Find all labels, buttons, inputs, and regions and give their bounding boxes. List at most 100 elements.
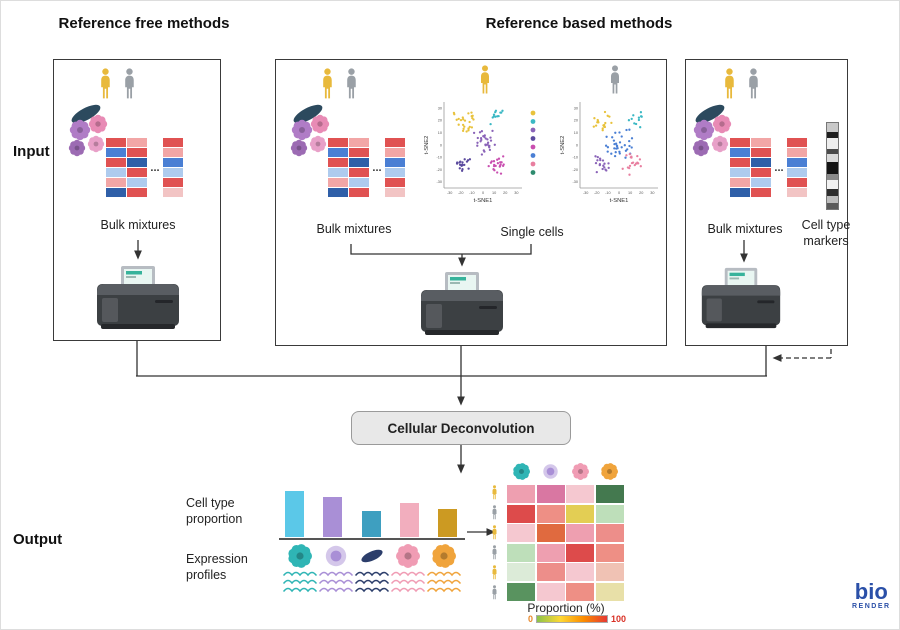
svg-text:10: 10 [628, 191, 632, 195]
marker-band [827, 189, 838, 196]
cellular-deconvolution-label: Cellular Deconvolution [387, 420, 535, 436]
heatmap-row-person-icon [491, 485, 498, 505]
heatmap-cell [536, 563, 565, 581]
sequencer-machine-icon [97, 266, 179, 329]
svg-text:-10: -10 [437, 156, 443, 160]
marker-band [827, 123, 838, 133]
proportion-bar [285, 491, 304, 537]
person-icon [611, 65, 619, 94]
heatmap-row-person-icon [491, 545, 498, 565]
heatmap-grid [507, 485, 624, 601]
marker-band [827, 174, 838, 181]
spiky-cell-icon [601, 463, 618, 480]
heatmap-cell [566, 485, 594, 503]
cell-type-markers-label: Cell type markers [801, 218, 851, 248]
proportion-bar [323, 497, 343, 537]
expression-profile [355, 544, 389, 597]
cluster-legend [528, 108, 538, 183]
heatmap-cell [507, 563, 535, 581]
person-icon [492, 585, 497, 600]
legend-dots [530, 110, 536, 175]
svg-text:...: ... [372, 162, 381, 174]
heatmap-column-icon [542, 463, 559, 485]
heatmap-cell [566, 504, 594, 523]
proportion-bar [438, 509, 457, 537]
flower-cell-icon [396, 544, 420, 568]
svg-text:-20: -20 [573, 168, 579, 172]
svg-text:30: 30 [438, 106, 442, 110]
person-donor1-icon [478, 65, 492, 100]
svg-text:10: 10 [574, 131, 578, 135]
heatmap-cell [566, 524, 594, 542]
marker-band [827, 137, 838, 150]
biorender-logo-sub: RENDER [852, 603, 891, 610]
cellular-deconvolution-box: Cellular Deconvolution [351, 411, 571, 445]
output-label: Output [13, 531, 63, 548]
cell-type-proportion-label: Cell type proportion [186, 496, 243, 527]
heatmap-cell [595, 524, 624, 542]
sequencer-machine-icon [421, 272, 503, 335]
svg-text:30: 30 [574, 106, 578, 110]
biorender-logo-word: bio [854, 579, 888, 604]
heatmap-column-icon [601, 463, 618, 485]
panel-reference-free: ... Bulk mixtures [53, 59, 221, 341]
bulk-mixtures-graphic: ... [286, 68, 420, 219]
heatmap-column-icon [571, 463, 589, 485]
sequencer-icon [93, 262, 183, 339]
bulk-mixtures-label: Bulk mixtures [100, 218, 176, 232]
svg-text:-30: -30 [447, 191, 453, 195]
svg-text:-10: -10 [605, 191, 611, 195]
marker-band [827, 162, 838, 175]
bulk-mixtures-icon-group: ... [290, 68, 405, 197]
round-cell-icon [543, 464, 559, 479]
person-icon [492, 485, 497, 500]
heatmap-cell [507, 543, 535, 562]
heatmap-cell [507, 582, 535, 601]
heatmap-row-person-icon [491, 525, 498, 545]
heatmap-column-cell-icons [507, 463, 624, 485]
proportion-colorbar: 0 100 [528, 614, 626, 624]
bulk-mixtures-icon-group: ... [68, 68, 183, 197]
svg-text:0: 0 [576, 143, 578, 147]
output-divider-line [279, 538, 465, 540]
heatmap-cell [566, 543, 594, 562]
heatmap-cell [566, 563, 594, 581]
proportion-scale-label: Proportion (%) [527, 601, 605, 615]
cell-type-proportion-chart [285, 487, 457, 537]
rna-squiggle-icon [319, 571, 353, 593]
svg-text:0: 0 [618, 191, 620, 195]
expression-profiles-row [283, 544, 461, 597]
panel-marker-based: ... Bulk mixtures Cell type markers [685, 59, 850, 346]
svg-text:-10: -10 [469, 191, 475, 195]
spiky-cell-icon [288, 544, 312, 568]
heatmap-cell [536, 504, 565, 523]
svg-text:-30: -30 [583, 191, 589, 195]
scale-max-label: 100 [611, 614, 627, 624]
svg-text:20: 20 [639, 191, 643, 195]
single-cells-label: Single cells [500, 225, 564, 239]
title-reference-free: Reference free methods [58, 15, 230, 32]
marker-band [827, 149, 838, 154]
marker-band [827, 203, 838, 209]
svg-text:-30: -30 [573, 180, 579, 184]
heatmap-cell [536, 582, 565, 601]
svg-text:30: 30 [514, 191, 518, 195]
person-icon [492, 545, 497, 560]
scale-min-label: 0 [528, 614, 534, 624]
svg-text:...: ... [774, 162, 783, 174]
heatmap-column-icon [513, 463, 531, 485]
expression-profile [427, 544, 461, 597]
svg-text:30: 30 [650, 191, 654, 195]
svg-text:...: ... [150, 162, 159, 174]
spindle-cell-icon [361, 549, 383, 563]
heatmap-row-person-icon [491, 565, 498, 585]
heatmap-cell [536, 524, 565, 542]
bulk-mixtures-label: Bulk mixtures [316, 222, 392, 236]
heatmap-row-person-icon [491, 505, 498, 525]
svg-text:-20: -20 [594, 191, 600, 195]
heatmap-cell [595, 582, 624, 601]
expression-profile [319, 544, 353, 597]
